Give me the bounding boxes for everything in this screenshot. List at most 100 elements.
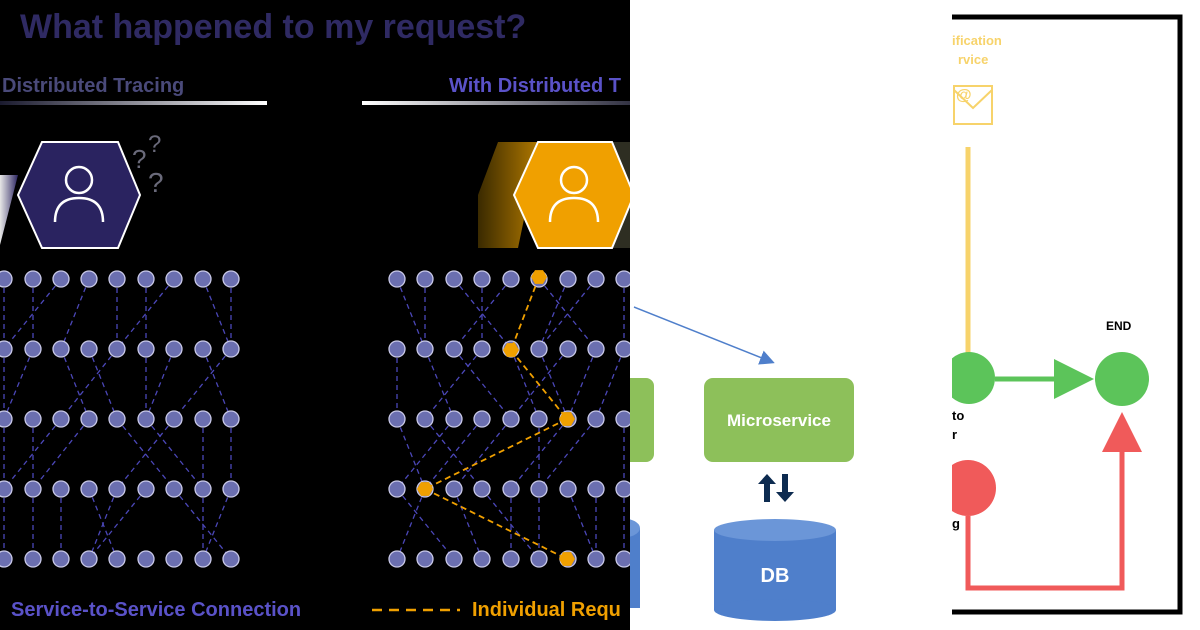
hexagon-shadow-right bbox=[478, 142, 540, 248]
service-node bbox=[194, 410, 212, 428]
frame-border bbox=[952, 14, 1183, 615]
microservice-box: Microservice bbox=[704, 378, 854, 462]
service-connection bbox=[116, 278, 175, 350]
service-node bbox=[137, 340, 155, 358]
service-node bbox=[388, 410, 406, 428]
service-connection bbox=[396, 418, 455, 490]
legend-request-label: Individual Requ bbox=[472, 599, 621, 621]
database-partial bbox=[630, 519, 640, 608]
service-node bbox=[24, 550, 42, 568]
service-node bbox=[416, 550, 434, 568]
service-connection bbox=[396, 278, 426, 350]
service-node bbox=[530, 340, 548, 358]
service-node bbox=[502, 270, 520, 288]
service-connection bbox=[424, 348, 483, 420]
service-node bbox=[502, 550, 520, 568]
service-connection bbox=[88, 488, 147, 560]
traced-service-node bbox=[417, 482, 433, 496]
node-text-2: r bbox=[952, 427, 957, 442]
microservice-panel: Microservice DB bbox=[630, 0, 952, 630]
db-label: DB bbox=[761, 565, 790, 587]
service-node bbox=[502, 410, 520, 428]
service-connection bbox=[3, 348, 34, 420]
question-marks: ? ? ? bbox=[132, 131, 164, 198]
service-node bbox=[388, 270, 406, 288]
service-connection bbox=[32, 418, 90, 490]
user-icon-right bbox=[512, 141, 630, 249]
legend-connection-label: Service-to-Service Connection bbox=[11, 599, 301, 621]
service-node bbox=[587, 480, 605, 498]
service-node bbox=[587, 410, 605, 428]
microservice-diagram: Microservice DB bbox=[630, 306, 854, 621]
service-connection bbox=[173, 348, 232, 420]
service-node bbox=[137, 410, 155, 428]
service-node bbox=[0, 480, 13, 498]
traced-service-node bbox=[559, 552, 575, 566]
service-node bbox=[416, 270, 434, 288]
service-node bbox=[0, 550, 13, 568]
service-node bbox=[108, 340, 126, 358]
service-node bbox=[445, 410, 463, 428]
service-connection bbox=[202, 348, 232, 420]
user-icon-left bbox=[16, 141, 142, 249]
service-node bbox=[24, 410, 42, 428]
service-node bbox=[108, 410, 126, 428]
error-arrow bbox=[965, 412, 1142, 591]
service-connection bbox=[60, 278, 90, 350]
service-node bbox=[165, 270, 183, 288]
service-node bbox=[80, 480, 98, 498]
service-node bbox=[222, 550, 240, 568]
service-connection bbox=[453, 488, 483, 560]
service-node bbox=[24, 340, 42, 358]
service-node bbox=[137, 550, 155, 568]
request-trace-segment bbox=[510, 276, 540, 351]
service-connection bbox=[396, 418, 426, 490]
service-node bbox=[222, 480, 240, 498]
service-node bbox=[445, 270, 463, 288]
service-connection bbox=[396, 488, 426, 560]
service-connection bbox=[145, 348, 175, 420]
service-connection bbox=[173, 488, 232, 560]
service-node bbox=[530, 410, 548, 428]
request-trace-segment bbox=[510, 349, 568, 420]
service-node bbox=[108, 550, 126, 568]
svg-text:?: ? bbox=[148, 167, 164, 198]
service-connection bbox=[60, 348, 90, 420]
tracing-illustration: What happened to my request? Distributed… bbox=[0, 8, 630, 621]
service-node bbox=[416, 410, 434, 428]
svg-text:?: ? bbox=[148, 131, 161, 158]
service-node bbox=[137, 270, 155, 288]
service-node bbox=[80, 270, 98, 288]
service-connection bbox=[424, 348, 455, 420]
service-node bbox=[473, 270, 491, 288]
service-node bbox=[587, 550, 605, 568]
notification-label-2: rvice bbox=[958, 52, 988, 67]
service-node bbox=[388, 340, 406, 358]
svg-text:@: @ bbox=[956, 87, 972, 104]
service-node bbox=[388, 550, 406, 568]
service-node bbox=[0, 410, 13, 428]
service-connection bbox=[88, 348, 118, 420]
end-label: END bbox=[1106, 319, 1132, 333]
request-trace-segment bbox=[424, 418, 568, 490]
service-node bbox=[0, 270, 13, 288]
header-without-tracing: Distributed Tracing bbox=[2, 75, 184, 97]
service-network-right bbox=[388, 270, 630, 568]
service-node bbox=[0, 340, 13, 358]
service-connection bbox=[453, 278, 512, 350]
email-icon: @ bbox=[953, 85, 993, 125]
service-connection bbox=[424, 418, 483, 490]
service-node bbox=[80, 340, 98, 358]
service-node bbox=[416, 340, 434, 358]
service-node bbox=[615, 340, 630, 358]
service-node bbox=[473, 550, 491, 568]
service-node bbox=[473, 480, 491, 498]
service-connection bbox=[538, 278, 569, 350]
traced-service-node bbox=[503, 343, 519, 357]
header-underline-right bbox=[362, 101, 630, 105]
service-node bbox=[559, 340, 577, 358]
page-title: What happened to my request? bbox=[20, 8, 526, 46]
traced-service-node bbox=[531, 270, 547, 284]
incoming-arrow bbox=[633, 306, 775, 365]
microservice-label: Microservice bbox=[727, 411, 831, 430]
